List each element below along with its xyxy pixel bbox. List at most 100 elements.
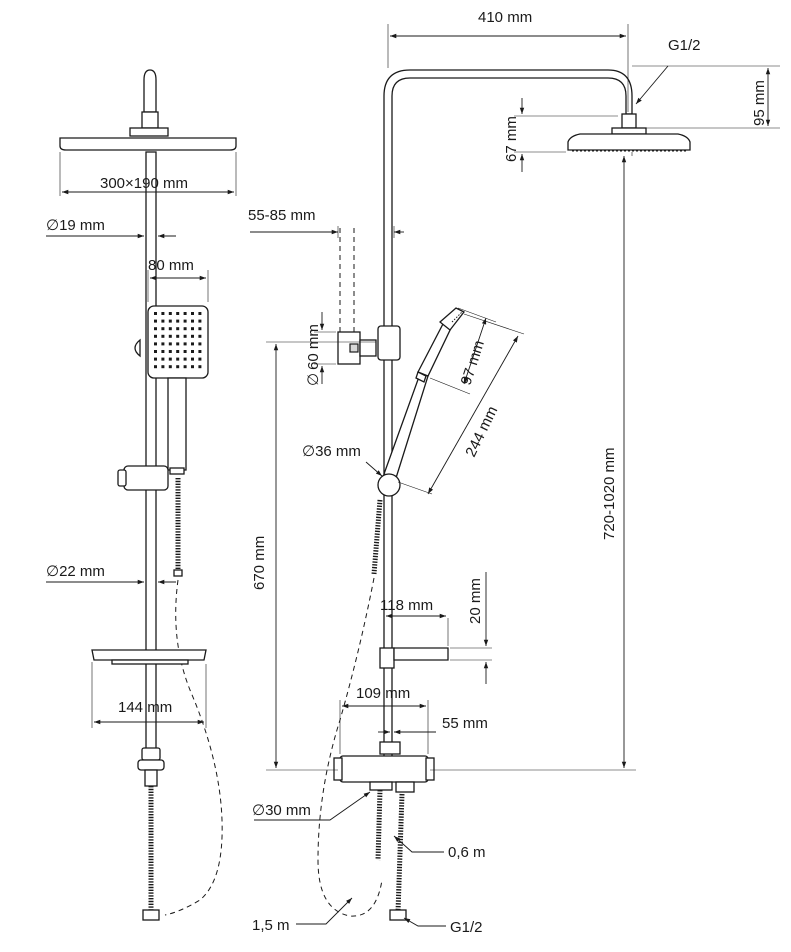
dim-top-width: 410 mm <box>478 9 532 26</box>
dim-holder-diameter: ∅36 mm <box>302 443 361 460</box>
nozzle-dot <box>154 342 157 346</box>
nozzle-dot <box>161 319 165 323</box>
nozzle-dot <box>198 319 202 323</box>
nozzle-dot <box>191 357 194 361</box>
front-hand-shower-bracket <box>134 338 141 358</box>
dim-hand-shower-width: 80 mm <box>148 257 194 274</box>
side-loose-hose <box>317 577 383 917</box>
dim-hose-long: 1,5 m <box>252 917 290 934</box>
nozzle-dot <box>161 334 165 338</box>
front-handle-end <box>169 467 185 475</box>
front-diverter <box>141 747 161 761</box>
nozzle-dot <box>176 342 180 346</box>
nozzle-dot <box>191 350 194 353</box>
nozzle-dot <box>154 327 157 331</box>
nozzle-dot <box>183 334 187 338</box>
nozzle-dot <box>198 365 202 369</box>
front-lower-pipe <box>144 769 158 787</box>
side-view <box>317 69 691 921</box>
dim-bracket-diameter: ∅60 mm <box>305 324 322 386</box>
dim-head-drop: 95 mm <box>751 80 768 126</box>
nozzle-dot <box>154 319 157 323</box>
nozzle-dot <box>176 334 180 338</box>
side-shelf <box>393 647 449 661</box>
nozzle-dot <box>161 342 165 346</box>
front-arm-nut <box>129 127 169 137</box>
front-shower-arm <box>143 69 157 113</box>
nozzle-dot <box>154 350 157 353</box>
nozzle-dot <box>191 312 194 315</box>
nozzle-dot <box>191 365 194 369</box>
nozzle-dot <box>183 312 187 315</box>
nozzle-dot <box>183 327 187 331</box>
dim-head-height: 67 mm <box>503 116 520 162</box>
nozzle-dot <box>191 334 194 338</box>
front-dimensions: 300×190 mm ∅19 mm 80 mm ∅22 mm 144 mm <box>46 152 237 728</box>
nozzle-dot <box>168 312 172 315</box>
nozzle-dot <box>183 342 187 346</box>
nozzle-dot <box>168 334 172 338</box>
side-mixer-inlet-left <box>369 781 393 791</box>
side-hand-shower-head <box>438 307 465 331</box>
nozzle-dot <box>168 319 172 323</box>
side-mixer-body <box>339 755 429 783</box>
front-arm-connector <box>141 111 159 129</box>
dim-shelf-depth: 118 mm <box>380 597 433 614</box>
front-shelf <box>91 649 207 661</box>
nozzle-dot <box>176 327 180 331</box>
front-shelf-bracket <box>111 659 189 665</box>
dim-wall-offset: 55-85 mm <box>248 207 316 224</box>
nozzle-dot <box>176 357 180 361</box>
dim-pipe-upper: ∅19 mm <box>46 217 105 234</box>
nozzle-dot <box>183 365 187 369</box>
side-mixer-knob-right <box>425 757 435 781</box>
dim-total-height: 670 mm <box>251 536 268 590</box>
dim-hose-short: 0,6 m <box>448 844 486 861</box>
dim-hand-shower-length: 244 mm <box>462 404 501 460</box>
side-long-hose <box>395 793 405 913</box>
nozzle-dot <box>154 312 157 315</box>
dim-head-size: 300×190 mm <box>100 175 188 192</box>
nozzle-dot <box>183 319 187 323</box>
dim-hand-shower-head: 97 mm <box>458 338 488 387</box>
dim-pipe-lower: ∅22 mm <box>46 563 105 580</box>
side-dimensions: 410 mm G1/2 95 mm 67 mm 55-85 mm ∅60 mm … <box>248 9 780 936</box>
side-short-hose <box>375 789 383 861</box>
front-rain-shower-head <box>59 137 237 151</box>
front-hand-shower-handle <box>167 377 187 471</box>
front-view <box>59 69 237 921</box>
dim-shelf-height: 20 mm <box>467 578 484 624</box>
side-holder-ball <box>377 473 401 497</box>
side-wall-bracket-dashed <box>339 228 355 344</box>
side-hand-shower-neck <box>417 321 453 377</box>
dim-mixer-width: 109 mm <box>356 685 410 702</box>
dim-head-connection: G1/2 <box>668 37 701 54</box>
nozzle-dot <box>198 342 202 346</box>
side-long-hose-nut <box>389 909 407 921</box>
nozzle-dot <box>183 350 187 353</box>
nozzle-dot <box>168 365 172 369</box>
front-diverter-body <box>137 759 165 771</box>
side-hand-shower-nozzle-base <box>415 371 427 383</box>
dim-inlet-connection: G1/2 <box>450 919 483 936</box>
nozzle-dot <box>176 312 180 315</box>
side-hose-segment <box>371 499 383 575</box>
side-mixer-top <box>379 741 401 755</box>
nozzle-dot <box>198 350 202 353</box>
nozzle-dot <box>198 357 202 361</box>
nozzle-dot <box>168 327 172 331</box>
nozzle-dot <box>154 334 157 338</box>
nozzle-dot <box>183 357 187 361</box>
side-rain-shower-head <box>567 133 691 151</box>
dim-height-range: 720-1020 mm <box>601 447 618 540</box>
dim-shelf-width: 144 mm <box>118 699 172 716</box>
side-hand-shower-face <box>451 310 464 323</box>
side-wall-bracket-nut <box>349 343 359 353</box>
nozzle-dot <box>161 357 165 361</box>
nozzle-dot <box>176 365 180 369</box>
nozzle-dot <box>198 312 202 315</box>
front-lower-hose-nut <box>142 909 160 921</box>
side-head-connector <box>621 113 637 129</box>
side-head-nut <box>611 127 647 135</box>
